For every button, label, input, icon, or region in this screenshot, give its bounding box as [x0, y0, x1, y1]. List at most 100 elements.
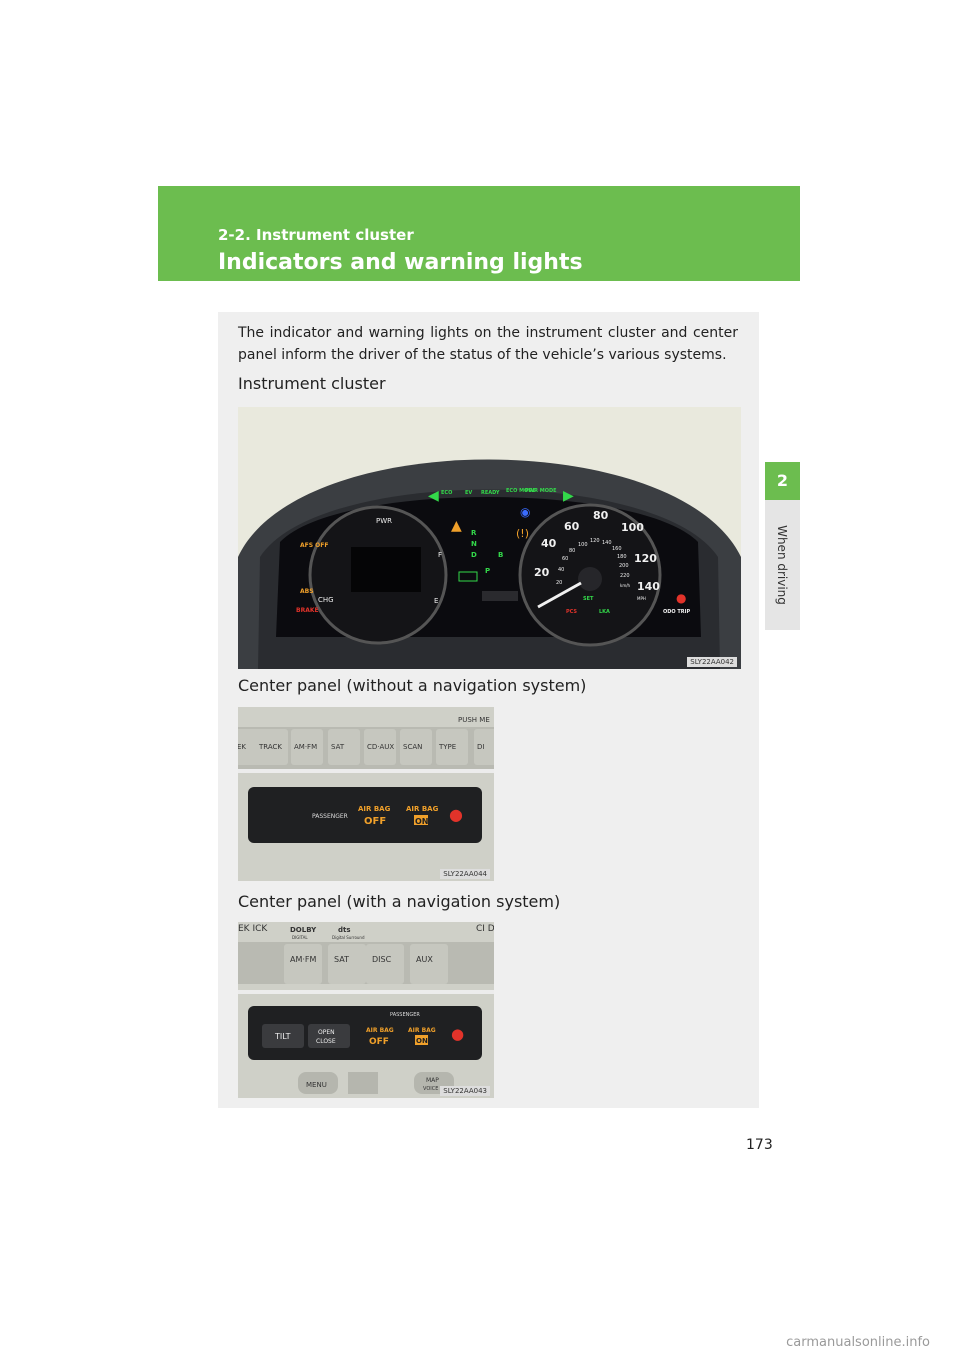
center-panel-with-nav-drawing: EK ICK CI DIS DOLBY DIGITAL dts Digital … — [238, 922, 494, 1098]
bottom-light-label: LKA — [599, 609, 610, 615]
speed-kmh-label: 40 — [558, 567, 564, 573]
chapter-header-bar — [158, 186, 800, 281]
tilt-button[interactable] — [262, 1024, 304, 1048]
speed-mph-label: 100 — [621, 521, 644, 534]
multi-info-display — [351, 547, 421, 592]
audio-button-label: CD·AUX — [367, 743, 394, 751]
top-light-label: PWR MODE — [525, 488, 557, 494]
airbag-indicator-panel — [248, 787, 482, 843]
page-title: Indicators and warning lights — [218, 250, 583, 275]
gear-letter: N — [471, 540, 477, 548]
airbag-on-label: ON — [416, 1037, 428, 1045]
gear-letter: P — [485, 567, 490, 575]
open-label: OPEN — [318, 1029, 335, 1036]
audio-button-label: SAT — [331, 743, 345, 751]
audio-button[interactable] — [284, 944, 322, 984]
speedometer-needle — [537, 581, 582, 609]
audio-button[interactable] — [328, 944, 366, 984]
power-meter-label: F — [438, 551, 442, 559]
audio-button-label: EK — [238, 743, 246, 751]
bottom-light-label: ODO TRIP — [663, 609, 691, 615]
airbag-on-box — [415, 1035, 428, 1045]
airbag-on-label: ON — [415, 817, 429, 826]
power-meter-label: PWR — [376, 517, 392, 525]
chapter-tab — [765, 462, 800, 500]
seatbelt-icon: ● — [676, 591, 686, 605]
audio-button[interactable] — [436, 729, 468, 765]
audio-button-label: AUX — [416, 955, 433, 964]
dolby-sub: DIGITAL — [292, 935, 308, 940]
dts-logo: dts — [338, 926, 351, 934]
open-close-button[interactable] — [308, 1024, 350, 1048]
speedometer-hub — [578, 567, 602, 591]
left-light-label: BRAKE — [296, 607, 319, 614]
voice-label: VOICE — [423, 1086, 438, 1092]
audio-button[interactable] — [364, 729, 396, 765]
airbag-on-label-top: AIR BAG — [408, 1027, 436, 1034]
top-light-label: ECO — [441, 490, 452, 496]
airbag-off-label-top: AIR BAG — [366, 1027, 394, 1034]
speed-kmh-label: 120 — [590, 538, 600, 544]
speed-mph-label: 80 — [593, 509, 609, 522]
menu-button[interactable] — [298, 1072, 338, 1094]
image-code: SLY22AA044 — [440, 869, 490, 879]
watermark: carmanualsonline.info — [786, 1335, 930, 1350]
chapter-tab-number: 2 — [776, 471, 789, 490]
speed-mph-label: 60 — [564, 520, 580, 533]
audio-button[interactable] — [328, 729, 360, 765]
power-meter-label: E — [434, 597, 438, 605]
audio-button[interactable] — [400, 729, 432, 765]
dts-sub: Digital Surround — [332, 935, 365, 940]
bottom-light-label: SET — [583, 596, 594, 602]
edge-right-label: CI DIS — [476, 924, 494, 934]
speed-mph-label: 40 — [541, 537, 557, 550]
speed-kmh-label: 60 — [562, 556, 568, 562]
image-code: SLY22AA043 — [440, 1086, 490, 1096]
audio-button[interactable] — [256, 729, 288, 765]
top-light-label: READY — [481, 490, 500, 496]
map-label: MAP — [426, 1077, 439, 1084]
heading-center-panel-with-nav: Center panel (with a navigation system) — [238, 892, 561, 911]
tire-pressure-icon: (!) — [516, 527, 529, 540]
audio-button-label: TYPE — [438, 743, 456, 751]
joystick-control[interactable] — [348, 1072, 378, 1094]
speed-mph-label: 120 — [634, 552, 657, 565]
bottom-indicator-lights: SET PCS LKA ODO TRIP — [566, 596, 691, 615]
tilt-label: TILT — [274, 1032, 291, 1041]
intro-paragraph: The indicator and warning lights on the … — [238, 325, 738, 363]
fuel-indicator-box — [458, 571, 478, 582]
dolby-logo: DOLBY — [290, 926, 317, 934]
speed-kmh-label: 180 — [617, 554, 627, 560]
seatbelt-reminder-icon: ● — [449, 805, 463, 824]
top-light-label: EV — [465, 490, 472, 496]
speed-kmh-label: 140 — [602, 540, 612, 546]
audio-button[interactable] — [366, 944, 404, 984]
airbag-off-label-top: AIR BAG — [358, 805, 391, 813]
bottom-light-label: PCS — [566, 609, 577, 615]
chapter-tab-label: When driving — [775, 525, 789, 605]
menu-label: MENU — [306, 1081, 327, 1089]
speed-kmh-label: 220 — [620, 573, 630, 579]
heading-instrument-cluster: Instrument cluster — [238, 374, 386, 393]
speed-kmh-label: 200 — [619, 563, 629, 569]
airbag-on-box — [414, 815, 428, 825]
image-code: SLY22AA042 — [687, 657, 737, 667]
heading-center-panel-without-nav: Center panel (without a navigation syste… — [238, 676, 587, 695]
audio-button[interactable] — [291, 729, 323, 765]
audio-button[interactable] — [410, 944, 448, 984]
section-label: 2-2. Instrument cluster — [218, 226, 414, 244]
speed-mph-label: 140 — [637, 580, 660, 593]
speed-kmh-label: 80 — [569, 548, 575, 554]
chrome-strip — [238, 769, 494, 773]
left-light-label: ABS — [300, 588, 314, 595]
audio-button-label: DI — [477, 743, 484, 751]
audio-button[interactable] — [474, 729, 494, 765]
speed-kmh-label: 20 — [556, 580, 562, 586]
audio-button-label: AM·FM — [294, 743, 317, 751]
speed-mph-label: 20 — [534, 566, 550, 579]
